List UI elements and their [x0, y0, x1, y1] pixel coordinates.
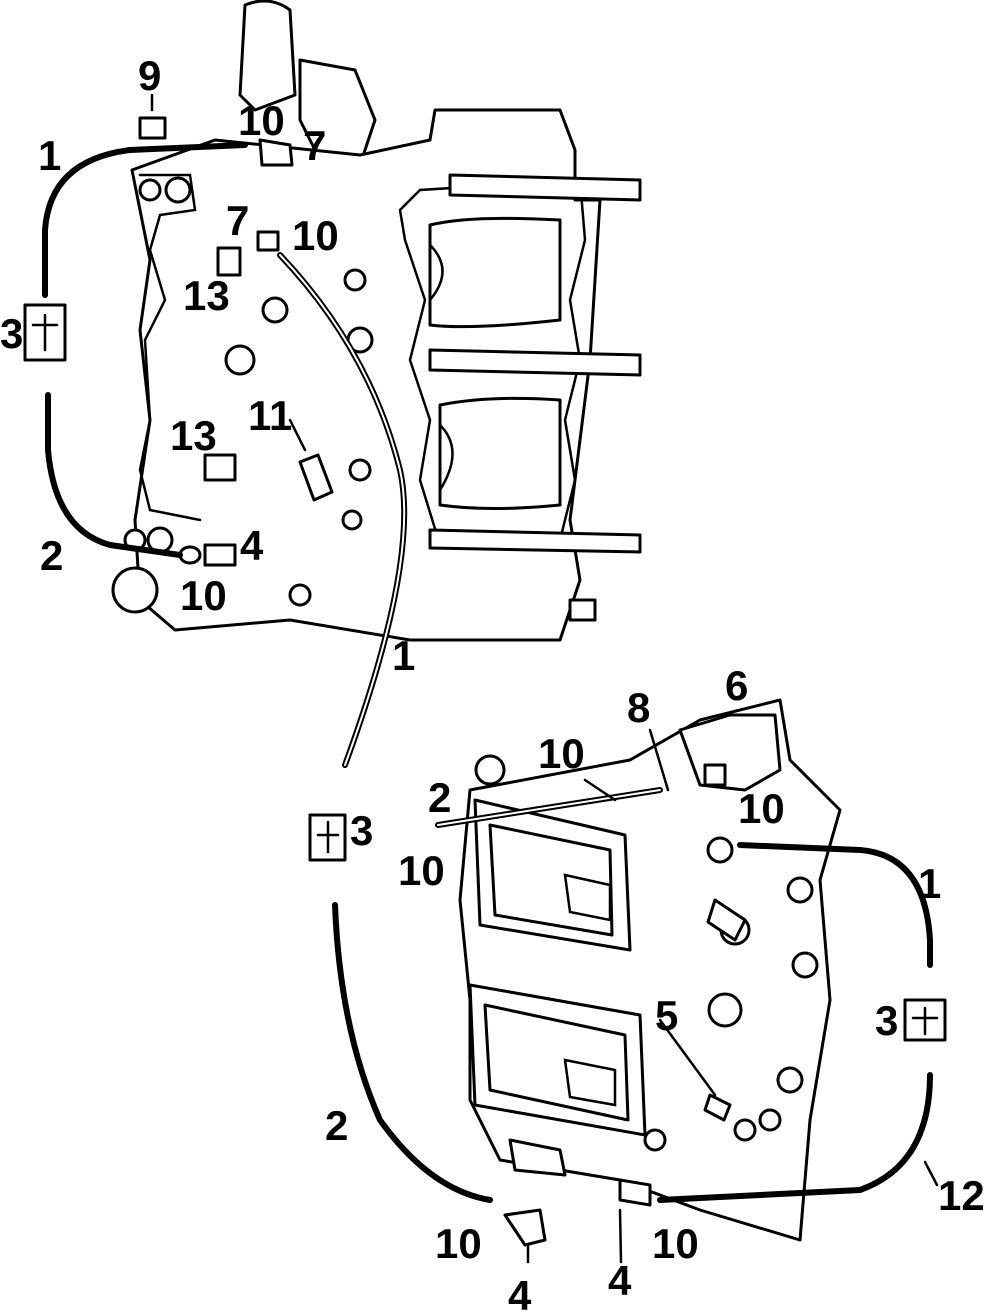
- callout-label: 10: [238, 97, 285, 144]
- callout-label: 1: [392, 632, 415, 679]
- hose-2-lower-left: [332, 902, 493, 1203]
- callout-label: 4: [608, 1257, 632, 1304]
- callout-label: 2: [325, 1102, 348, 1149]
- callout-label: 6: [725, 662, 748, 709]
- callout-label: 10: [292, 212, 339, 259]
- callout-label: 10: [538, 730, 585, 777]
- callout-label: 4: [508, 1272, 532, 1315]
- callout-label: 9: [138, 52, 161, 99]
- callout-label: 3: [875, 997, 898, 1044]
- callout-labels: 9 10 7 1 7 10 13 3 13 11 4 2 10 1 8 6 10…: [0, 52, 985, 1315]
- callout-label: 4: [240, 522, 264, 569]
- upper-cylinder-block: [111, 0, 642, 642]
- callout-label: 1: [38, 132, 61, 179]
- callout-label: 7: [226, 197, 249, 244]
- callout-label: 2: [428, 774, 451, 821]
- hose-1-right: [737, 842, 933, 968]
- hose-2-upper: [45, 392, 183, 558]
- lower-cylinder-block: [23, 303, 947, 1247]
- callout-label: 13: [170, 412, 217, 459]
- callout-label: 1: [918, 860, 941, 907]
- hoses: [42, 142, 933, 1203]
- callout-label: 7: [303, 122, 326, 169]
- callout-label: 12: [938, 1172, 985, 1219]
- leader-lines: [150, 93, 939, 1264]
- callout-label: 10: [652, 1220, 699, 1267]
- hose-1-upper: [42, 142, 248, 298]
- callout-label: 8: [627, 684, 650, 731]
- callout-label: 5: [655, 992, 678, 1039]
- callout-label: 10: [180, 572, 227, 619]
- callout-label: 10: [398, 847, 445, 894]
- callout-label: 13: [183, 272, 230, 319]
- hose-12-right: [657, 1072, 933, 1203]
- callout-label: 3: [0, 310, 23, 357]
- callout-label: 2: [40, 532, 63, 579]
- callout-label: 10: [738, 785, 785, 832]
- callout-label: 10: [435, 1220, 482, 1267]
- callout-label: 11: [248, 392, 292, 439]
- callout-label: 3: [350, 807, 373, 854]
